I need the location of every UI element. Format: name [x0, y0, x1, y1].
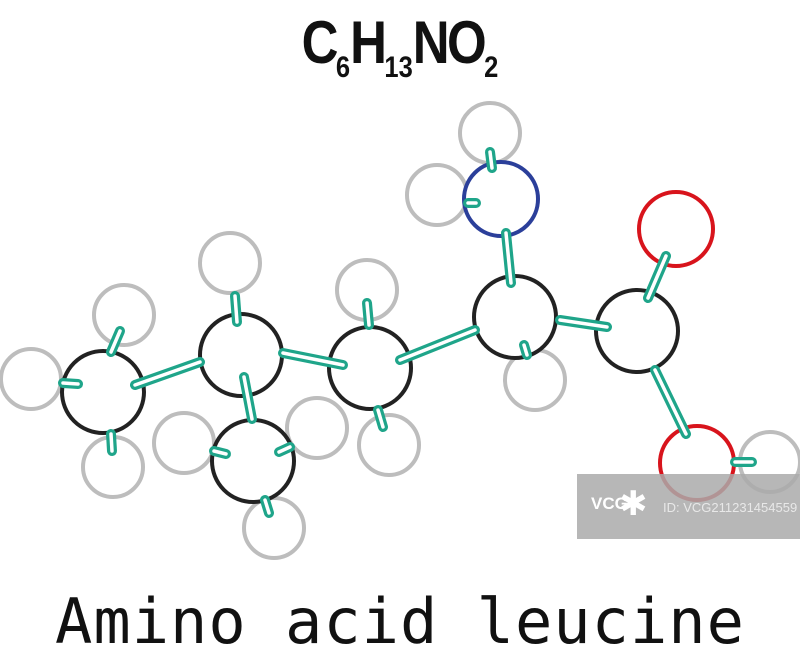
bond-highlight: [212, 449, 228, 456]
caption: Amino acid leucine: [55, 585, 745, 658]
carbon-atom: [60, 349, 146, 435]
bond-highlight: [277, 445, 292, 454]
watermark-logo: VCG: [591, 494, 628, 513]
formula-carbon: C: [301, 9, 339, 76]
bond-highlight: [263, 498, 271, 515]
formula-oxygen-count: 2: [484, 51, 499, 84]
bond-highlight: [61, 381, 80, 386]
hydrogen-atom: [152, 411, 216, 475]
carbon-atom: [210, 418, 296, 504]
watermark-burst-icon: ✱: [619, 485, 648, 523]
bond-highlight: [398, 328, 477, 362]
carbon-atom: [594, 288, 680, 374]
bond-highlight: [242, 375, 254, 421]
watermark: VCG ✱ ID: VCG211231454559: [577, 474, 800, 539]
hydrogen-atom: [405, 163, 469, 227]
hydrogen-atom: [357, 413, 421, 477]
hydrogen-atom: [242, 496, 306, 560]
bond-highlight: [558, 318, 609, 329]
bond-highlight: [281, 351, 345, 367]
hydrogen-atom: [198, 231, 262, 295]
formula-hydrogen-count: 13: [384, 51, 413, 84]
nitrogen-atom: [462, 160, 540, 238]
hydrogen-atom: [285, 396, 349, 460]
formula-hydrogen: H: [350, 9, 387, 76]
bond-highlight: [376, 408, 385, 429]
oxygen-atom: [637, 190, 715, 268]
bond-highlight: [522, 343, 529, 357]
bond-highlight: [504, 231, 513, 285]
hydrogen-atom: [92, 283, 156, 347]
bond-highlight: [233, 294, 239, 324]
bond-highlight: [653, 368, 688, 436]
bond-highlight: [133, 360, 202, 387]
formula-nitrogen-oxygen: NO: [412, 9, 487, 76]
bond-highlight: [488, 150, 494, 170]
formula-carbon-count: 6: [335, 51, 351, 84]
molecular-formula: C6H13NO2: [60, 8, 740, 85]
bond-highlight: [109, 329, 122, 354]
bond-highlight: [109, 432, 114, 453]
watermark-id: ID: VCG211231454559: [663, 500, 798, 515]
bond-highlight: [365, 301, 371, 327]
carbon-atom: [472, 274, 558, 360]
hydrogen-atom: [0, 347, 63, 411]
bond-highlight: [646, 254, 668, 300]
